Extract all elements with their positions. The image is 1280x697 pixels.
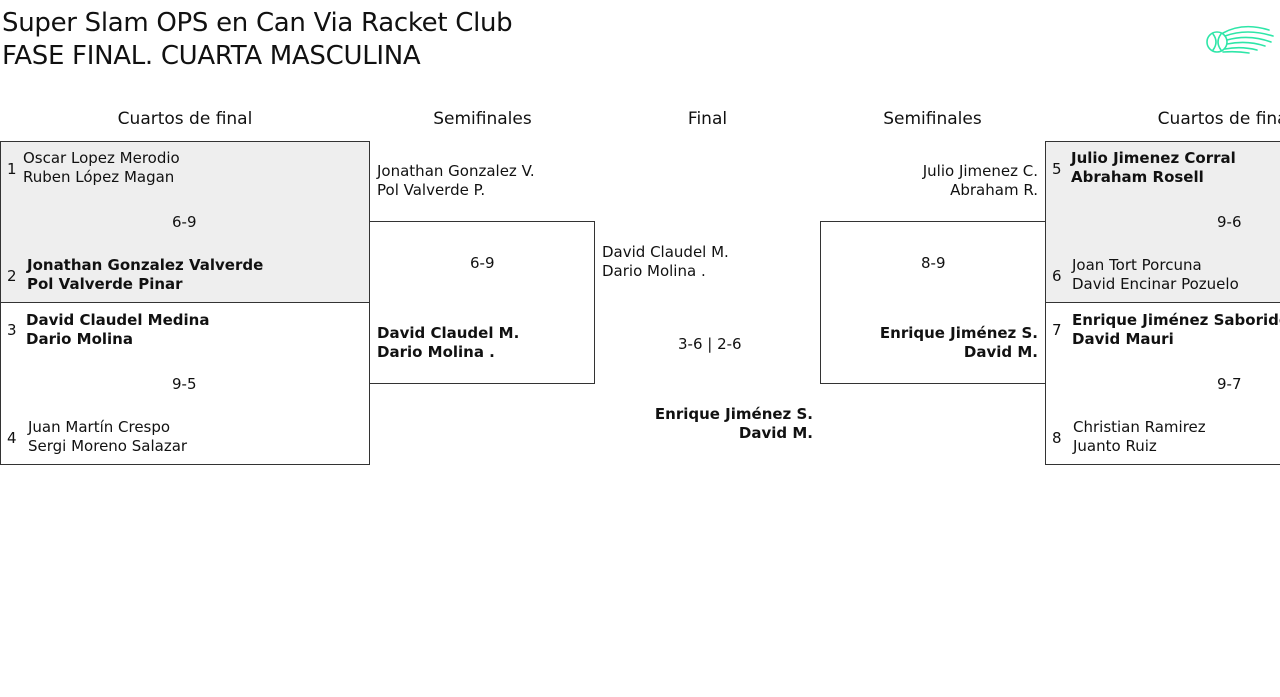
player-name: Sergi Moreno Salazar xyxy=(28,437,188,455)
player-name: David Encinar Pozuelo xyxy=(1072,275,1239,293)
player-name: Christian Ramirez xyxy=(1073,418,1206,436)
player-name: Enrique Jiménez S. xyxy=(654,405,813,423)
tennis-ball-logo-icon xyxy=(1203,20,1275,64)
seed-number: 3 xyxy=(7,321,17,339)
player-name: David M. xyxy=(963,343,1038,361)
match-box-right-quarter-2[interactable] xyxy=(1045,302,1280,465)
player-name: David Claudel M. xyxy=(602,243,729,261)
seed-number: 5 xyxy=(1052,160,1062,178)
match-score: 6-9 xyxy=(172,213,197,231)
player-name: David Claudel Medina xyxy=(26,311,210,329)
player-name: Oscar Lopez Merodio xyxy=(23,149,180,167)
team-entry[interactable]: Juan Martín Crespo Sergi Moreno Salazar xyxy=(28,418,187,456)
page-title: Super Slam OPS en Can Via Racket Club xyxy=(2,8,513,38)
match-score: 6-9 xyxy=(470,254,495,272)
player-name: Enrique Jiménez S. xyxy=(879,324,1038,342)
team-entry[interactable]: Oscar Lopez Merodio Ruben López Magan xyxy=(23,149,180,187)
player-name: Dario Molina . xyxy=(602,262,706,280)
seed-number: 8 xyxy=(1052,429,1062,447)
player-name: Jonathan Gonzalez V. xyxy=(377,162,535,180)
player-name: Dario Molina xyxy=(26,330,133,348)
player-name: Juanto Ruiz xyxy=(1073,437,1157,455)
final-score: 3-6 | 2-6 xyxy=(678,335,742,353)
header-right-quarters: Cuartos de final xyxy=(1157,109,1280,129)
header-left-semis: Semifinales xyxy=(433,109,532,129)
header-left-quarters: Cuartos de final xyxy=(117,109,253,129)
page-subtitle: FASE FINAL. CUARTA MASCULINA xyxy=(2,41,421,71)
match-score: 8-9 xyxy=(921,254,946,272)
player-name: Abraham Rosell xyxy=(1071,168,1204,186)
seed-number: 7 xyxy=(1052,321,1062,339)
team-entry-winner[interactable]: Julio Jimenez Corral Abraham Rosell xyxy=(1071,149,1236,187)
player-name: Dario Molina . xyxy=(377,343,495,361)
match-box-right-quarter-1[interactable] xyxy=(1045,141,1280,303)
match-box-left-semi[interactable] xyxy=(369,221,595,384)
team-entry[interactable]: Jonathan Gonzalez V. Pol Valverde P. xyxy=(377,162,535,200)
player-name: Enrique Jiménez Saborido xyxy=(1072,311,1280,329)
seed-number: 6 xyxy=(1052,267,1062,285)
team-entry-winner[interactable]: Enrique Jiménez S. David M. xyxy=(825,324,1038,362)
player-name: Jonathan Gonzalez Valverde xyxy=(27,256,264,274)
match-score: 9-7 xyxy=(1217,375,1242,393)
header-final: Final xyxy=(687,109,728,129)
team-entry-winner[interactable]: Jonathan Gonzalez Valverde Pol Valverde … xyxy=(27,256,263,294)
player-name: Abraham R. xyxy=(950,181,1038,199)
team-entry[interactable]: Joan Tort Porcuna David Encinar Pozuelo xyxy=(1072,256,1239,294)
player-name: Juan Martín Crespo xyxy=(28,418,171,436)
team-entry[interactable]: David Claudel M. Dario Molina . xyxy=(602,243,729,281)
player-name: Julio Jimenez Corral xyxy=(1071,149,1236,167)
match-box-left-quarter-1[interactable] xyxy=(0,141,370,303)
team-entry-winner[interactable]: David Claudel M. Dario Molina . xyxy=(377,324,519,362)
player-name: Pol Valverde P. xyxy=(377,181,486,199)
header-right-semis: Semifinales xyxy=(883,109,982,129)
player-name: David Mauri xyxy=(1072,330,1174,348)
player-name: David Claudel M. xyxy=(377,324,520,342)
player-name: Joan Tort Porcuna xyxy=(1072,256,1202,274)
player-name: Julio Jimenez C. xyxy=(922,162,1038,180)
team-entry[interactable]: Christian Ramirez Juanto Ruiz xyxy=(1073,418,1206,456)
team-entry-winner[interactable]: Enrique Jiménez Saborido David Mauri xyxy=(1072,311,1280,349)
team-entry-winner[interactable]: David Claudel Medina Dario Molina xyxy=(26,311,209,349)
player-name: Pol Valverde Pinar xyxy=(27,275,183,293)
team-entry[interactable]: Julio Jimenez C. Abraham R. xyxy=(825,162,1038,200)
player-name: David M. xyxy=(738,424,813,442)
seed-number: 2 xyxy=(7,267,17,285)
match-score: 9-6 xyxy=(1217,213,1242,231)
seed-number: 4 xyxy=(7,429,17,447)
seed-number: 1 xyxy=(7,160,17,178)
match-score: 9-5 xyxy=(172,375,197,393)
team-entry-winner[interactable]: Enrique Jiménez S. David M. xyxy=(600,405,813,443)
player-name: Ruben López Magan xyxy=(23,168,175,186)
